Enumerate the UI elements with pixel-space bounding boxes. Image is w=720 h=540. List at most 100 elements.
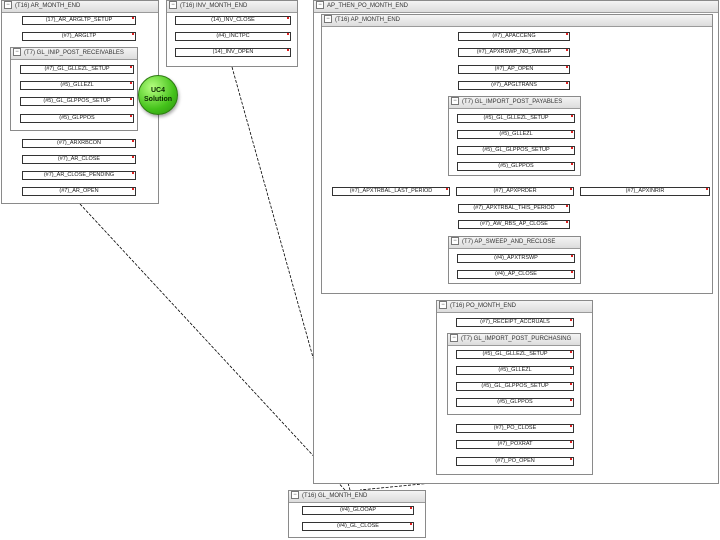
- job-node[interactable]: (#7)_ARGLTP: [22, 32, 136, 41]
- job-node-label: (#5)_GL_GLPPOS_SETUP: [43, 98, 111, 104]
- job-node-label: (#7)_APXTRBAL_THIS_PERIOD: [473, 205, 555, 211]
- job-node[interactable]: (#5)_GL_GLPPOS_SETUP: [456, 382, 574, 391]
- job-node[interactable]: (#5)_GLLEZL: [456, 366, 574, 375]
- job-node[interactable]: (#7)_ARXRBCON: [22, 139, 136, 148]
- status-marker-icon: [132, 17, 134, 19]
- job-node[interactable]: (#5)_GLLEZL: [457, 130, 575, 139]
- job-node[interactable]: (#7)_APGLTRANS: [458, 81, 570, 90]
- status-marker-icon: [570, 188, 572, 190]
- status-marker-icon: [566, 82, 568, 84]
- status-marker-icon: [566, 49, 568, 51]
- job-node[interactable]: (#4)_GLOOAP: [302, 506, 414, 515]
- job-node[interactable]: (#7)_APACCENG: [458, 32, 570, 41]
- job-node[interactable]: (#7)_AR_OPEN: [22, 187, 136, 196]
- collapse-icon[interactable]: −: [316, 1, 324, 10]
- job-node-label: (#7)_GL_GLLEZL_SETUP: [44, 66, 110, 72]
- job-node[interactable]: (#5)_GL_GLPPOS_SETUP: [20, 97, 134, 106]
- job-node-label: (#7)_AP_OPEN: [494, 66, 534, 72]
- job-node-label: (#5)_GL_GLLEZL_SETUP: [482, 351, 548, 357]
- panel-header[interactable]: −(T16) INV_MONTH_END: [167, 1, 297, 13]
- job-node-label: (#5)_GLLEZL: [60, 82, 94, 88]
- job-node[interactable]: (#7)_APXTRBAL_THIS_PERIOD: [458, 204, 570, 213]
- collapse-icon[interactable]: −: [291, 491, 299, 500]
- status-marker-icon: [287, 33, 289, 35]
- panel-header[interactable]: −(T16) GL_MONTH_END: [289, 491, 425, 503]
- job-node-label: (#4)_APXTRSWP: [494, 255, 538, 261]
- job-node[interactable]: (#7)_AR_CLOSE: [22, 155, 136, 164]
- job-node[interactable]: (#5)_GLPPOS: [457, 162, 575, 171]
- job-node[interactable]: (#4)_AP_CLOSE: [457, 270, 575, 279]
- collapse-icon[interactable]: −: [451, 237, 459, 246]
- status-marker-icon: [130, 98, 132, 100]
- job-node-label: (#7)_APXINRIR: [625, 188, 665, 194]
- collapse-icon[interactable]: −: [450, 334, 458, 343]
- job-node[interactable]: (#7)_GL_GLLEZL_SETUP: [20, 65, 134, 74]
- job-node-label: (#7)_RECEIPT_ACCRUALS: [480, 319, 550, 325]
- panel-header[interactable]: −(T16) AR_MONTH_END: [2, 1, 158, 13]
- collapse-icon[interactable]: −: [4, 1, 12, 10]
- job-node[interactable]: (14)_INV_OPEN: [175, 48, 291, 57]
- job-node[interactable]: (#7)_APXPRDER: [456, 187, 574, 196]
- job-node-label: (#4)_GLOOAP: [339, 507, 377, 513]
- job-node[interactable]: (#7)_AW_RBS_AP_CLOSE: [458, 220, 570, 229]
- status-marker-icon: [130, 66, 132, 68]
- job-node[interactable]: (14)_INV_CLOSE: [175, 16, 291, 25]
- status-marker-icon: [410, 523, 412, 525]
- status-marker-icon: [571, 115, 573, 117]
- job-node[interactable]: (#7)_PO_CLOSE: [456, 424, 574, 433]
- job-node-label: (17)_AR_ARGLTP_SETUP: [45, 17, 113, 23]
- job-node[interactable]: (#5)_GL_GLPPOS_SETUP: [457, 146, 575, 155]
- job-node-label: (#7)_APXPRDER: [493, 188, 537, 194]
- job-node-label: (#4)_GL_CLOSE: [337, 523, 379, 529]
- wire-ar-to-gl: [79, 203, 346, 491]
- job-node[interactable]: (#5)_GLPPOS: [20, 114, 134, 123]
- collapse-icon[interactable]: −: [451, 97, 459, 106]
- panel-header[interactable]: −(T7) GL_IMPORT_POST_PURCHASING: [448, 334, 580, 346]
- status-marker-icon: [571, 131, 573, 133]
- status-marker-icon: [287, 17, 289, 19]
- job-node-label: (14)_INV_CLOSE: [211, 17, 255, 23]
- job-node-label: (#7)_PO_OPEN: [495, 458, 535, 464]
- status-marker-icon: [132, 33, 134, 35]
- job-node[interactable]: (#7)_APXTRBAL_LAST_PERIOD: [332, 187, 450, 196]
- panel-header[interactable]: −AP_THEN_PO_MONTH_END: [314, 1, 718, 13]
- status-marker-icon: [132, 188, 134, 190]
- job-node-label: (#7)_AR_OPEN: [59, 188, 99, 194]
- panel-header[interactable]: −(T7) GL_IMPORT_POST_PAYABLES: [449, 97, 580, 109]
- collapse-icon[interactable]: −: [324, 15, 332, 24]
- panel-header[interactable]: −(T16) PO_MONTH_END: [437, 301, 592, 313]
- job-node[interactable]: (#5)_GL_GLLEZL_SETUP: [457, 114, 575, 123]
- job-node[interactable]: (#7)_PO_OPEN: [456, 457, 574, 466]
- panel-header[interactable]: −(T16) AP_MONTH_END: [322, 15, 712, 27]
- status-marker-icon: [287, 49, 289, 51]
- job-node[interactable]: (17)_AR_ARGLTP_SETUP: [22, 16, 136, 25]
- job-node-label: (#5)_GLPPOS: [59, 115, 95, 121]
- job-node[interactable]: (#5)_GLPPOS: [456, 398, 574, 407]
- job-node[interactable]: (#7)_AP_OPEN: [458, 65, 570, 74]
- panel-header[interactable]: −(T7) GL_INIP_POST_RECEIVABLES: [11, 48, 137, 60]
- collapse-icon[interactable]: −: [169, 1, 177, 10]
- collapse-icon[interactable]: −: [439, 301, 447, 310]
- status-marker-icon: [570, 399, 572, 401]
- job-node-label: (#5)_GLPPOS: [498, 163, 534, 169]
- job-node[interactable]: (#4)_APXTRSWP: [457, 254, 575, 263]
- status-marker-icon: [571, 147, 573, 149]
- panel-header[interactable]: −(T7) AP_SWEEP_AND_RECLOSE: [449, 237, 580, 249]
- status-marker-icon: [571, 271, 573, 273]
- job-node[interactable]: (#7)_POXRAT: [456, 440, 574, 449]
- status-marker-icon: [132, 140, 134, 142]
- job-node[interactable]: (#4)_INCTPC: [175, 32, 291, 41]
- collapse-icon[interactable]: −: [13, 48, 21, 57]
- job-node[interactable]: (#4)_GL_CLOSE: [302, 522, 414, 531]
- job-node-label: (#5)_GL_GLPPOS_SETUP: [482, 147, 550, 153]
- job-node[interactable]: (#5)_GLLEZL: [20, 81, 134, 90]
- job-node-label: (#4)_AP_CLOSE: [495, 271, 537, 277]
- job-node[interactable]: (#7)_RECEIPT_ACCRUALS: [456, 318, 574, 327]
- job-node[interactable]: (#7)_APXINRIR: [580, 187, 710, 196]
- job-node[interactable]: (#7)_AR_CLOSE_PENDING: [22, 171, 136, 180]
- status-marker-icon: [566, 205, 568, 207]
- job-node[interactable]: (#5)_GL_GLLEZL_SETUP: [456, 350, 574, 359]
- job-node[interactable]: (#7)_APXRSWP_NO_SWEEP: [458, 48, 570, 57]
- job-node-label: (#5)_GL_GLLEZL_SETUP: [483, 115, 549, 121]
- job-node-label: (#7)_APXTRBAL_LAST_PERIOD: [349, 188, 433, 194]
